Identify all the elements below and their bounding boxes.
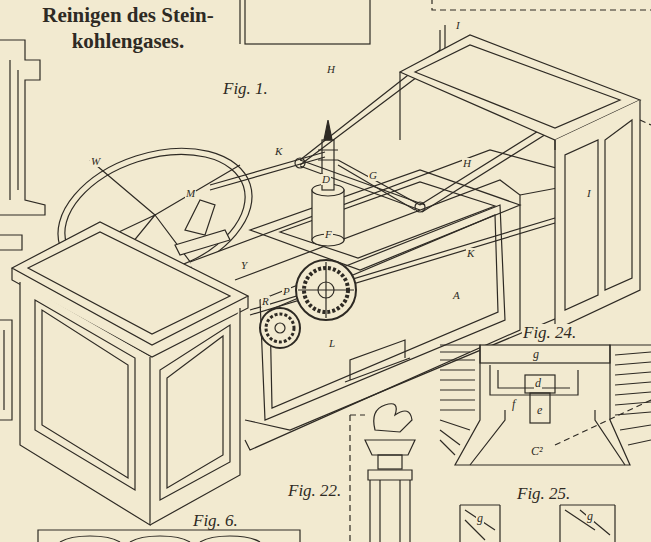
figure-label: Fig. 24. xyxy=(522,324,577,341)
part-letter: K xyxy=(466,248,475,259)
part-letter: K xyxy=(274,146,283,157)
part-letter: I xyxy=(455,20,461,31)
figure-label: Fig. 6. xyxy=(192,512,239,529)
part-letter: D xyxy=(321,174,331,185)
frame xyxy=(245,0,370,44)
part-letter: L xyxy=(328,338,336,349)
part-letter: Y xyxy=(240,260,248,271)
part-letter: A xyxy=(452,290,461,301)
part-letter: g xyxy=(586,510,594,522)
part-letter: R xyxy=(261,296,270,307)
part-letter: M xyxy=(185,188,196,199)
part-letter: W xyxy=(90,156,101,167)
plate-title: Reinigen des Stein- kohlengases. xyxy=(14,2,242,55)
part-letter: C² xyxy=(530,445,544,457)
part-letter: G xyxy=(368,170,378,181)
part-letter: H xyxy=(326,64,336,75)
figure-label: Fig. 1. xyxy=(222,80,269,97)
part-letter: d xyxy=(534,377,542,389)
figure-label: Fig. 22. xyxy=(287,482,342,499)
figure-label: Fig. 25. xyxy=(516,485,571,502)
part-letter: f xyxy=(511,398,516,410)
part-letter: e xyxy=(536,404,543,416)
part-letter: g xyxy=(532,348,540,360)
part-letter: P xyxy=(282,286,291,297)
part-letter: F xyxy=(324,229,333,240)
part-letter: H xyxy=(462,158,472,169)
part-letter: I xyxy=(586,188,592,199)
part-letter: g xyxy=(476,512,484,524)
